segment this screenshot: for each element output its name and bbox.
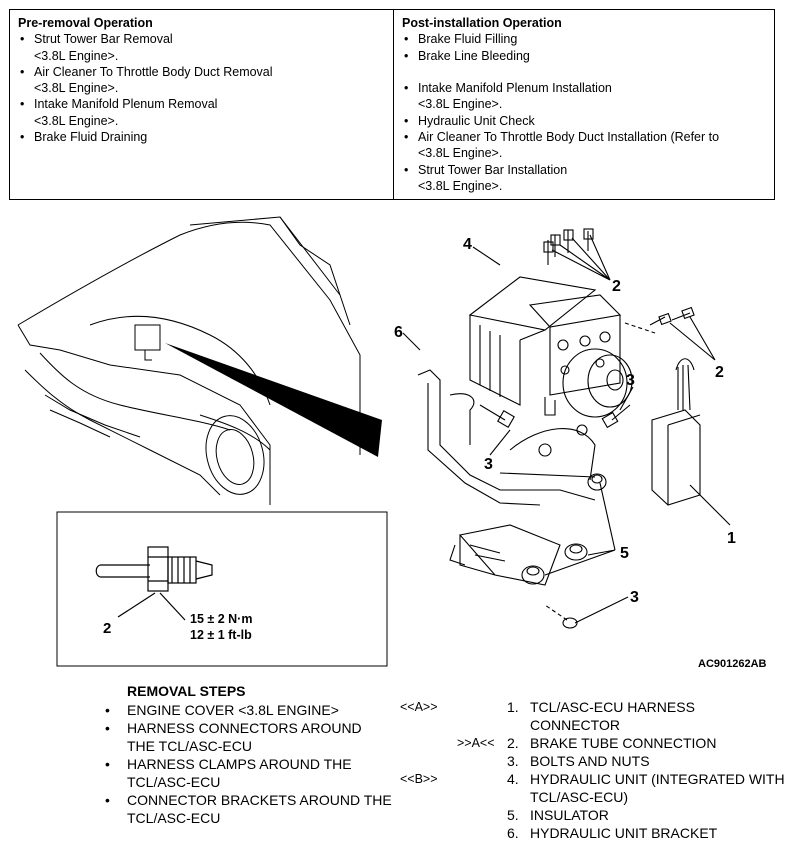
step-row: <<B>> 4. HYDRAULIC UNIT (INTEGRATED WITH… — [400, 770, 785, 806]
step-number: 1. — [507, 699, 519, 715]
step-number: 3. — [507, 753, 519, 769]
list-item: CONNECTOR BRACKETS AROUND THE TCL/ASC-EC… — [102, 791, 392, 827]
service-point-mark: <<B>> — [400, 772, 438, 786]
post-installation-list: Brake Fluid Filling Brake Line Bleeding … — [402, 31, 766, 194]
pre-removal-heading: Pre-removal Operation — [18, 16, 153, 30]
operations-table: Pre-removal Operation Strut Tower Bar Re… — [9, 9, 775, 200]
list-item: Strut Tower Bar Removal<3.8L Engine>. — [18, 31, 385, 64]
step-number: 4. — [507, 771, 519, 787]
post-installation-column: Post-installation Operation Brake Fluid … — [394, 10, 774, 199]
service-point-mark: >>A<< — [457, 736, 495, 750]
callout-6: 6 — [394, 324, 403, 341]
list-spacer — [402, 64, 766, 80]
step-text: BRAKE TUBE CONNECTION — [530, 735, 717, 751]
callout-3-left: 3 — [484, 456, 493, 473]
callout-labels: 4 2 6 2 3 3 1 5 3 — [394, 236, 736, 606]
flare-nut-drawing — [95, 546, 213, 621]
callout-3-bottom: 3 — [630, 589, 639, 606]
callout-4: 4 — [463, 236, 472, 253]
step-text: HYDRAULIC UNIT BRACKET — [530, 825, 718, 841]
pre-removal-column: Pre-removal Operation Strut Tower Bar Re… — [10, 10, 394, 199]
callout-2-right: 2 — [715, 364, 724, 381]
step-text: HYDRAULIC UNIT (INTEGRATED WITH TCL/ASC-… — [530, 771, 785, 805]
removal-steps-title: REMOVAL STEPS — [127, 683, 246, 699]
list-item: Air Cleaner To Throttle Body Duct Remova… — [18, 64, 385, 97]
pre-removal-list: Strut Tower Bar Removal<3.8L Engine>. Ai… — [18, 31, 385, 145]
removal-bullets: ENGINE COVER <3.8L ENGINE> HARNESS CONNE… — [102, 701, 392, 827]
detail-callout-2: 2 — [103, 620, 111, 637]
torque-spec-metric: 15 ± 2 N·m — [190, 612, 252, 626]
step-number: 6. — [507, 825, 519, 841]
step-number: 5. — [507, 807, 519, 823]
step-row: >>A<< 2. BRAKE TUBE CONNECTION — [400, 734, 785, 752]
callout-3-right: 3 — [626, 372, 635, 389]
torque-spec-imperial: 12 ± 1 ft-lb — [190, 628, 252, 642]
detail-inset-box — [56, 511, 388, 667]
list-item: Hydraulic Unit Check — [402, 113, 766, 130]
removal-steps-list: <<A>> 1. TCL/ASC-ECU HARNESS CONNECTOR >… — [400, 698, 785, 842]
figure-code: AC901262AB — [698, 658, 767, 670]
step-number: 2. — [507, 735, 519, 751]
step-text: TCL/ASC-ECU HARNESS CONNECTOR — [530, 699, 695, 733]
list-item: Intake Manifold Plenum Removal<3.8L Engi… — [18, 96, 385, 129]
step-row: 5. INSULATOR — [400, 806, 785, 824]
car-drawing — [17, 216, 361, 505]
list-item: HARNESS CONNECTORS AROUND THE TCL/ASC-EC… — [102, 719, 392, 755]
list-item: Brake Line Bleeding — [402, 48, 766, 65]
list-item: Strut Tower Bar Installation<3.8L Engine… — [402, 162, 766, 195]
post-installation-heading: Post-installation Operation — [402, 16, 562, 30]
list-item: Intake Manifold Plenum Installation<3.8L… — [402, 80, 766, 113]
list-item: Air Cleaner To Throttle Body Duct Instal… — [402, 129, 766, 162]
list-item: Brake Fluid Filling — [402, 31, 766, 48]
list-item: Brake Fluid Draining — [18, 129, 385, 146]
step-row: 3. BOLTS AND NUTS — [400, 752, 785, 770]
list-item: HARNESS CLAMPS AROUND THE TCL/ASC-ECU — [102, 755, 392, 791]
hydraulic-unit-illustration: 2 15 ± 2 N·m 12 ± 1 ft-lb — [17, 216, 767, 670]
callout-1: 1 — [727, 530, 736, 547]
zoom-wedge — [165, 343, 382, 457]
step-row: 6. HYDRAULIC UNIT BRACKET — [400, 824, 785, 842]
hydraulic-unit-drawing — [402, 228, 731, 629]
step-row: <<A>> 1. TCL/ASC-ECU HARNESS CONNECTOR — [400, 698, 785, 734]
step-text: INSULATOR — [530, 807, 609, 823]
service-point-mark: <<A>> — [400, 700, 438, 714]
list-item: ENGINE COVER <3.8L ENGINE> — [102, 701, 392, 719]
step-text: BOLTS AND NUTS — [530, 753, 650, 769]
callout-2-top: 2 — [612, 278, 621, 295]
callout-5: 5 — [620, 545, 629, 562]
